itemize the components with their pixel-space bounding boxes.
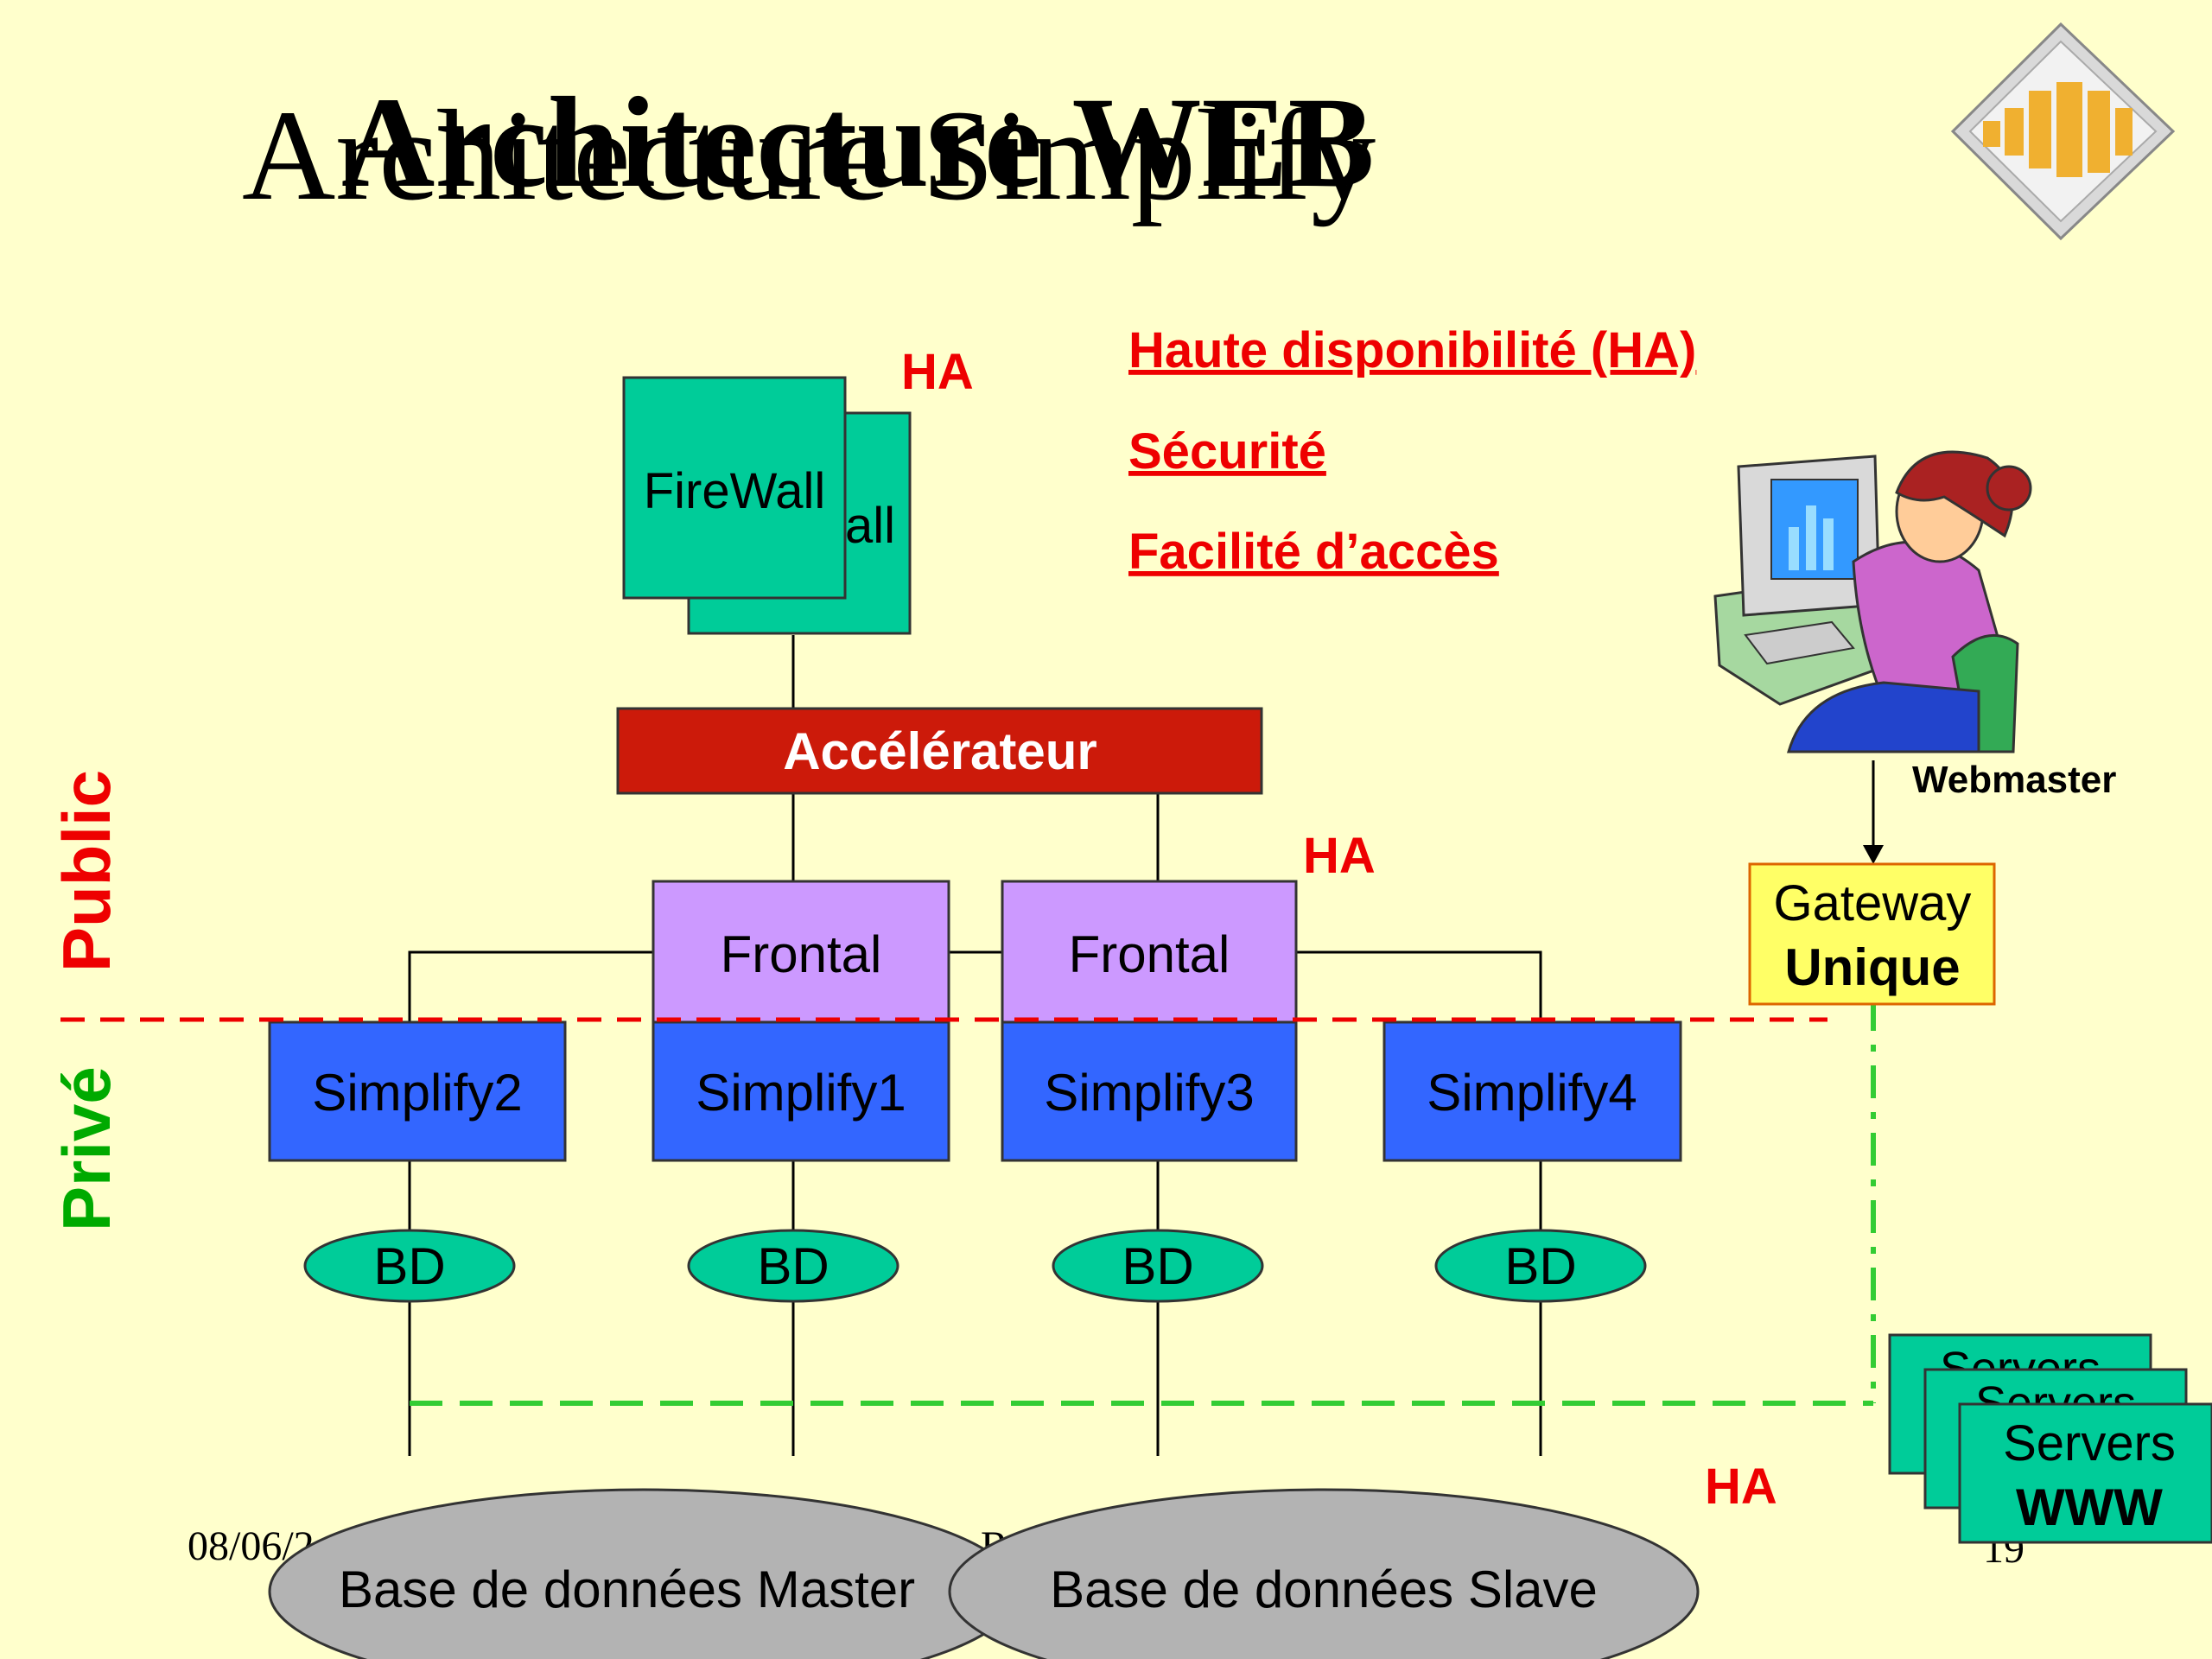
database-master-label: Base de données Master <box>339 1560 915 1618</box>
accelerateur-label: Accélérateur <box>783 722 1097 780</box>
simplify-2[interactable]: Simplify2 <box>268 1020 567 1162</box>
servers-front-label-1: Servers <box>2003 1415 2176 1471</box>
bd-1[interactable]: BD <box>303 1229 516 1303</box>
gateway-label-line1: Gateway <box>1774 875 1972 931</box>
simplify-1[interactable]: Simplify1 <box>652 1020 950 1162</box>
securite-link[interactable]: Sécurité <box>1128 423 1326 480</box>
bd-3[interactable]: BD <box>1052 1229 1264 1303</box>
simplify-1-label: Simplify1 <box>696 1064 906 1122</box>
gateway-unique[interactable]: Gateway Unique <box>1748 862 1996 1006</box>
slide-title: Architecture Simplify Architecture WEB <box>242 71 1376 227</box>
simplify-2-label: Simplify2 <box>312 1064 522 1122</box>
frontal-1-label: Frontal <box>721 925 882 983</box>
accelerateur[interactable]: Accélérateur <box>616 707 1263 795</box>
prive-zone-label: Privé <box>48 1066 124 1231</box>
gateway-label-line2: Unique <box>1784 938 1960 996</box>
webmaster-illustration-icon <box>1713 450 2032 753</box>
bd-1-label: BD <box>373 1237 445 1295</box>
ha-link[interactable]: Haute disponibilité (HA) <box>1128 322 1696 378</box>
facilite-link[interactable]: Facilité d’accès <box>1128 524 1499 580</box>
firewall-front-label: FireWall <box>644 463 826 519</box>
firewall-front-box <box>622 376 847 600</box>
logo-icon <box>1950 22 2176 241</box>
firewall-back-label: all <box>845 498 895 554</box>
ha-label-frontal: HA <box>1303 828 1376 884</box>
webmaster-label: Webmaster <box>1912 759 2116 801</box>
simplify-4[interactable]: Simplify4 <box>1382 1020 1682 1162</box>
simplify-3[interactable]: Simplify3 <box>1001 1020 1298 1162</box>
bd-3-label: BD <box>1122 1237 1193 1295</box>
database-master[interactable]: Base de données Master <box>268 1488 1020 1659</box>
servers-front-label-2: WWW <box>2016 1478 2163 1536</box>
database-slave[interactable]: Base de données Slave <box>948 1488 1700 1659</box>
firewall[interactable]: all FireWall <box>622 376 912 635</box>
bd-2[interactable]: BD <box>687 1229 899 1303</box>
servers-box-front <box>1958 1402 2212 1544</box>
simplify-4-label: Simplify4 <box>1427 1064 1637 1122</box>
title-line-b: Architecture WEB <box>341 71 1375 214</box>
public-zone-label: Public <box>48 770 124 972</box>
frontal-2-label: Frontal <box>1069 925 1230 983</box>
bd-4[interactable]: BD <box>1434 1229 1647 1303</box>
frontal-1[interactable]: Frontal <box>652 880 950 1024</box>
connector-lines <box>408 635 1875 1456</box>
bd-2-label: BD <box>757 1237 829 1295</box>
simplify-3-label: Simplify3 <box>1044 1064 1254 1122</box>
database-slave-label: Base de données Slave <box>1050 1560 1598 1618</box>
frontal-2[interactable]: Frontal <box>1001 880 1298 1024</box>
ha-label-servers: HA <box>1705 1459 1777 1515</box>
arrow-head-icon <box>1863 845 1884 864</box>
servers-www[interactable]: Servers Servers Servers WWW <box>1888 1333 2212 1544</box>
title-line-a: Architecture Simplify <box>242 84 1376 227</box>
ha-label-firewall: HA <box>901 344 974 400</box>
bd-4-label: BD <box>1504 1237 1576 1295</box>
